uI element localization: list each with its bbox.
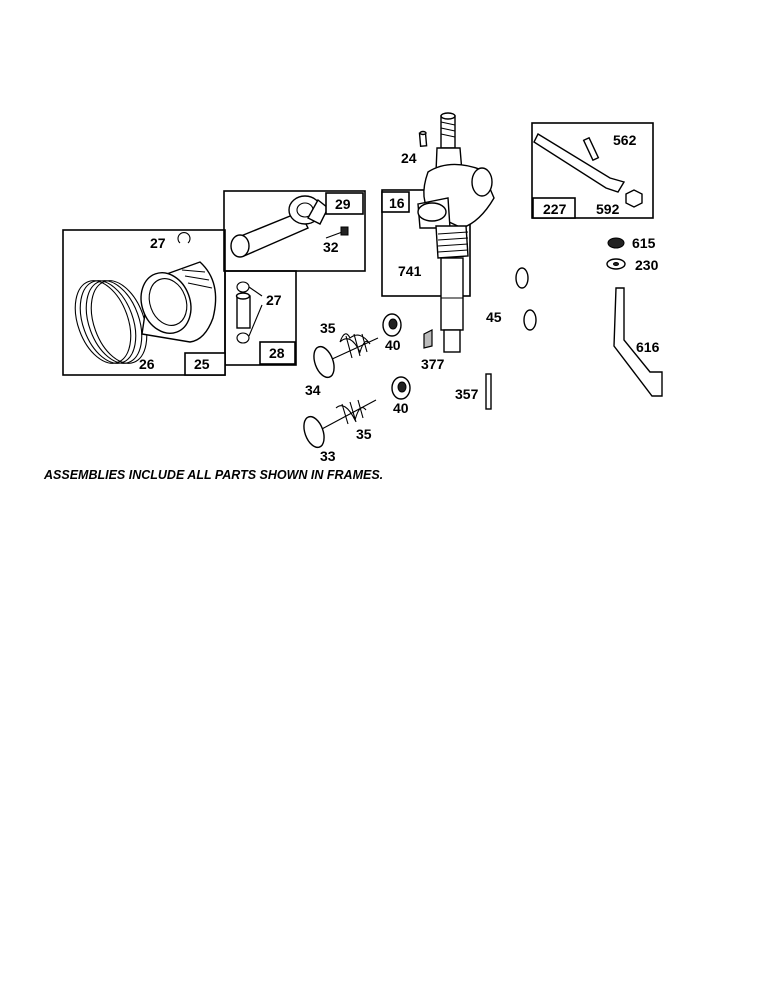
assemblies-note: ASSEMBLIES INCLUDE ALL PARTS SHOWN IN FR… (43, 468, 383, 482)
piston (140, 261, 217, 343)
callout-28: 28 (269, 345, 285, 361)
crankshaft-key-pin (418, 130, 428, 147)
callout-box-28 (259, 341, 296, 365)
frame-piston-pin-assembly (224, 270, 297, 366)
callout-27-pin: 27 (266, 292, 282, 308)
callout-34: 34 (305, 382, 321, 398)
callout-box-227 (532, 197, 576, 219)
piston-rings (74, 280, 148, 364)
callout-26: 26 (139, 356, 155, 372)
callout-box-16 (381, 191, 410, 213)
valve-lower (303, 399, 377, 449)
callout-35-lower: 35 (356, 426, 372, 442)
valve-spring-retainers (382, 313, 411, 400)
valve-upper (313, 333, 379, 379)
callout-230: 230 (635, 257, 659, 273)
crankshaft (417, 112, 495, 353)
connecting-rod (230, 195, 329, 258)
piston-pin-parts (235, 281, 263, 344)
callout-615: 615 (632, 235, 656, 251)
callout-29: 29 (335, 196, 351, 212)
callout-592: 592 (596, 201, 620, 217)
callout-32: 32 (323, 239, 339, 255)
connecting-rod-screw (325, 226, 349, 239)
callout-741: 741 (398, 263, 422, 279)
callout-562: 562 (613, 132, 637, 148)
callout-40-lower: 40 (393, 400, 409, 416)
governor-washers (606, 237, 626, 270)
callout-35-upper: 35 (320, 320, 336, 336)
callout-27-piston: 27 (150, 235, 166, 251)
callout-box-29 (325, 192, 364, 215)
governor-shaft-pin (485, 373, 492, 410)
callout-227: 227 (543, 201, 567, 217)
callout-377: 377 (421, 356, 445, 372)
callout-25: 25 (194, 356, 210, 372)
callout-24: 24 (401, 150, 417, 166)
piston-pin-retainer-clip (177, 232, 191, 244)
valve-tappets (493, 267, 537, 337)
governor-lever (533, 133, 643, 208)
callout-616: 616 (636, 339, 660, 355)
governor-shaft (613, 287, 663, 397)
frame-governor-assembly (531, 122, 654, 219)
callout-box-25 (184, 352, 226, 376)
callout-45: 45 (486, 309, 502, 325)
callout-357: 357 (455, 386, 479, 402)
crankshaft-key (423, 329, 433, 349)
callout-16: 16 (389, 195, 405, 211)
callout-33: 33 (320, 448, 336, 464)
callout-40-upper: 40 (385, 337, 401, 353)
